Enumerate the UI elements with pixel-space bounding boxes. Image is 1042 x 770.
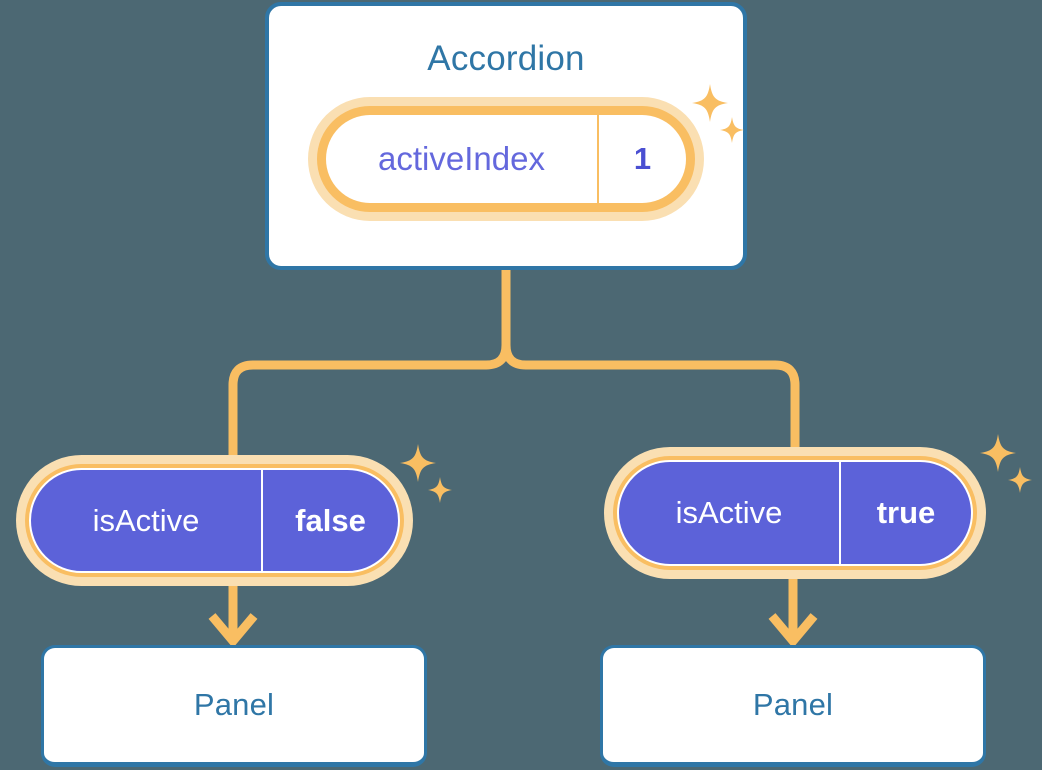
sparkle-decoration-right-pill [978,434,1038,509]
prop-badge-ring-right: isActive true [613,456,977,570]
state-badge-activeindex[interactable]: activeIndex 1 [308,97,704,221]
prop-badge-ring-left: isActive false [25,464,404,577]
prop-badge-body-left: isActive false [29,468,400,573]
sparkle-four-point-small-icon [428,477,452,503]
prop-badge-key-left: isActive [31,470,263,571]
sparkle-four-point-large-icon [400,444,436,482]
sparkle-four-point-large-icon [980,434,1016,472]
connector-branch-left [228,344,511,460]
connector-branch-right [501,344,800,455]
prop-badge-key-right: isActive [619,462,841,564]
prop-badge-isactive-true[interactable]: isActive true [604,447,986,579]
arrow-right [768,579,818,648]
state-badge-body: activeIndex 1 [326,115,686,203]
panel-right-title: Panel [752,687,834,722]
sparkle-four-point-small-icon [1008,467,1032,493]
component-card-panel-right[interactable]: Panel [600,645,986,767]
prop-badge-value-left: false [295,502,366,538]
state-badge-value: 1 [633,141,652,176]
arrow-left [208,586,258,648]
panel-left-title: Panel [193,687,275,722]
component-card-panel-left[interactable]: Panel [41,645,427,767]
prop-badge-value-right: true [876,495,936,530]
prop-badge-isactive-false[interactable]: isActive false [16,455,413,586]
prop-badge-body-right: isActive true [617,460,973,566]
state-badge-key: activeIndex [326,115,599,203]
page-title: Accordion [427,39,585,78]
state-badge-ring: activeIndex 1 [317,106,695,212]
